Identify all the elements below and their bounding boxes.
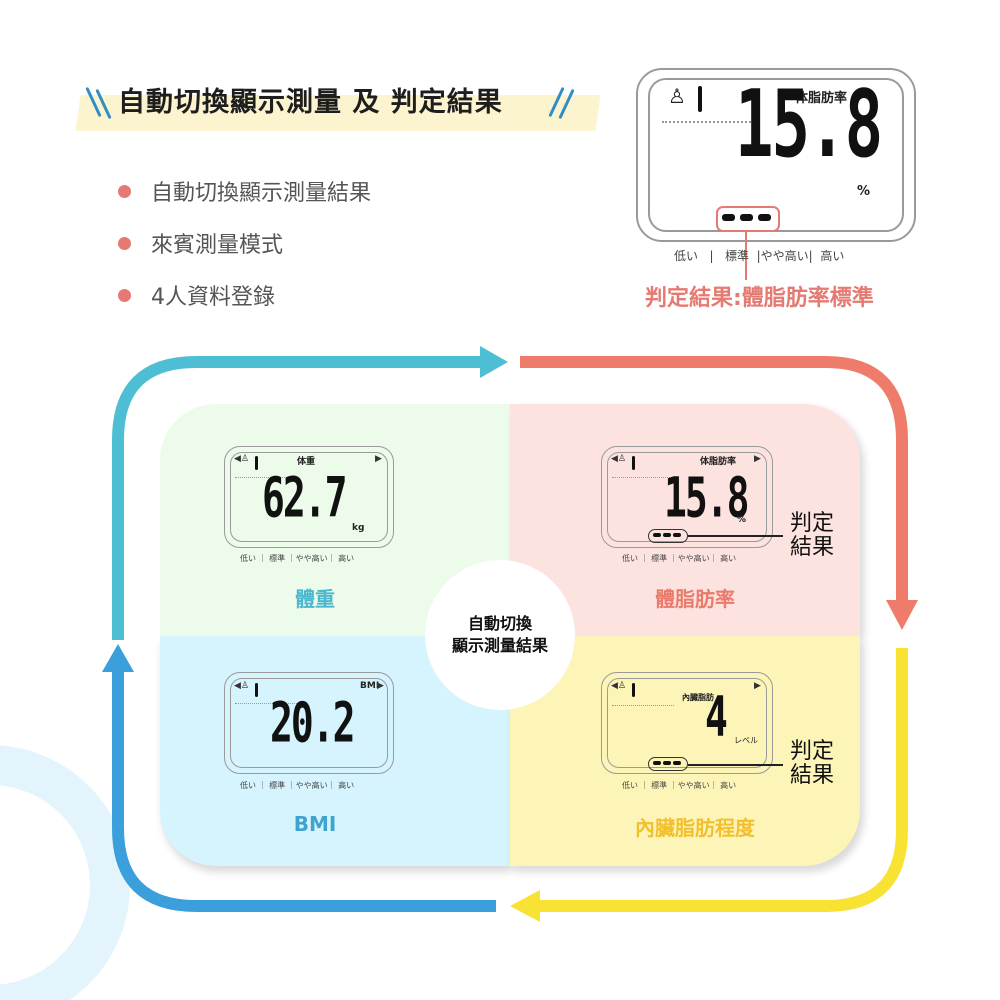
metric-label: BMI [360, 681, 380, 691]
caption-weight: 體重 [295, 587, 335, 611]
caption-visceral-fat: 內臟脂肪程度 [635, 816, 755, 840]
prev-icon: ◀♙ [234, 681, 249, 691]
visceral-fat-value: 4 [705, 684, 728, 749]
arrow-right [520, 356, 908, 600]
quadrant-visceral-fat [510, 636, 860, 866]
arrow-left [112, 672, 496, 912]
body-fat-value: 15.8 [664, 465, 750, 530]
user-number-segment [698, 86, 702, 112]
scale-labels: 低い ｜ 標準 ｜やや高い｜ 高い [622, 554, 737, 563]
metric-label: 体脂肪率 [700, 457, 737, 467]
unit-label: % [737, 515, 747, 525]
user-icon: ♙ [668, 84, 686, 108]
arrow-top [112, 356, 480, 640]
prev-icon: ◀♙ [234, 454, 249, 464]
bullet-icon [118, 236, 131, 250]
feature-item: 來賓測量模式 [118, 217, 371, 269]
judgement-label: 判定結果 [790, 511, 835, 560]
feature-list: 自動切換顯示測量結果 來賓測量模式 4人資料登錄 [118, 165, 371, 321]
weight-value: 62.7 [262, 465, 348, 530]
judgement-segment [740, 214, 753, 221]
metric-label: 体重 [297, 457, 316, 467]
prev-icon: ◀♙ [611, 681, 626, 691]
feature-item: 4人資料登錄 [118, 269, 371, 321]
unit-label: kg [352, 523, 365, 533]
metric-label: 体脂肪率 [795, 91, 848, 106]
judgement-indicator [648, 529, 688, 543]
next-icon: ▶ [377, 681, 384, 691]
center-label: 自動切換 顯示測量結果 [425, 560, 575, 710]
scale-labels: 低い ｜ 標準 ｜やや高い｜ 高い [622, 781, 737, 790]
dotted-divider [662, 121, 758, 123]
bullet-icon [118, 184, 131, 198]
feature-item: 自動切換顯示測量結果 [118, 165, 371, 217]
scale-labels: 低い ｜ 標準 ｜やや高い｜ 高い [240, 554, 355, 563]
verdict-pointer [745, 230, 747, 280]
next-icon: ▶ [754, 454, 761, 464]
judgement-segment [758, 214, 771, 221]
scale-labels: 低い | 標準 |やや高い| 高い [674, 249, 845, 263]
arrow-bottom [540, 648, 908, 912]
bmi-value: 20.2 [270, 690, 356, 755]
judgement-segment [722, 214, 735, 221]
unit-label: レベル [734, 736, 758, 745]
caption-body-fat: 體脂肪率 [655, 587, 735, 611]
verdict-text: 判定結果:體脂肪率標準 [645, 286, 874, 311]
page-title: 自動切換顯示測量 及 判定結果 [118, 87, 503, 118]
unit-label: % [857, 184, 871, 199]
quadrant-body-fat [510, 404, 860, 636]
prev-icon: ◀♙ [611, 454, 626, 464]
judgement-label: 判定結果 [790, 739, 835, 788]
bullet-icon [118, 288, 131, 302]
metric-label: 內臓脂肪 [682, 693, 714, 702]
next-icon: ▶ [375, 454, 382, 464]
judgement-indicator [648, 757, 688, 771]
judgement-indicator [716, 206, 780, 232]
scale-labels: 低い ｜ 標準 ｜やや高い｜ 高い [240, 781, 355, 790]
measurement-value: 15.8 [735, 71, 883, 180]
next-icon: ▶ [754, 681, 761, 691]
caption-bmi: BMI [293, 812, 337, 836]
